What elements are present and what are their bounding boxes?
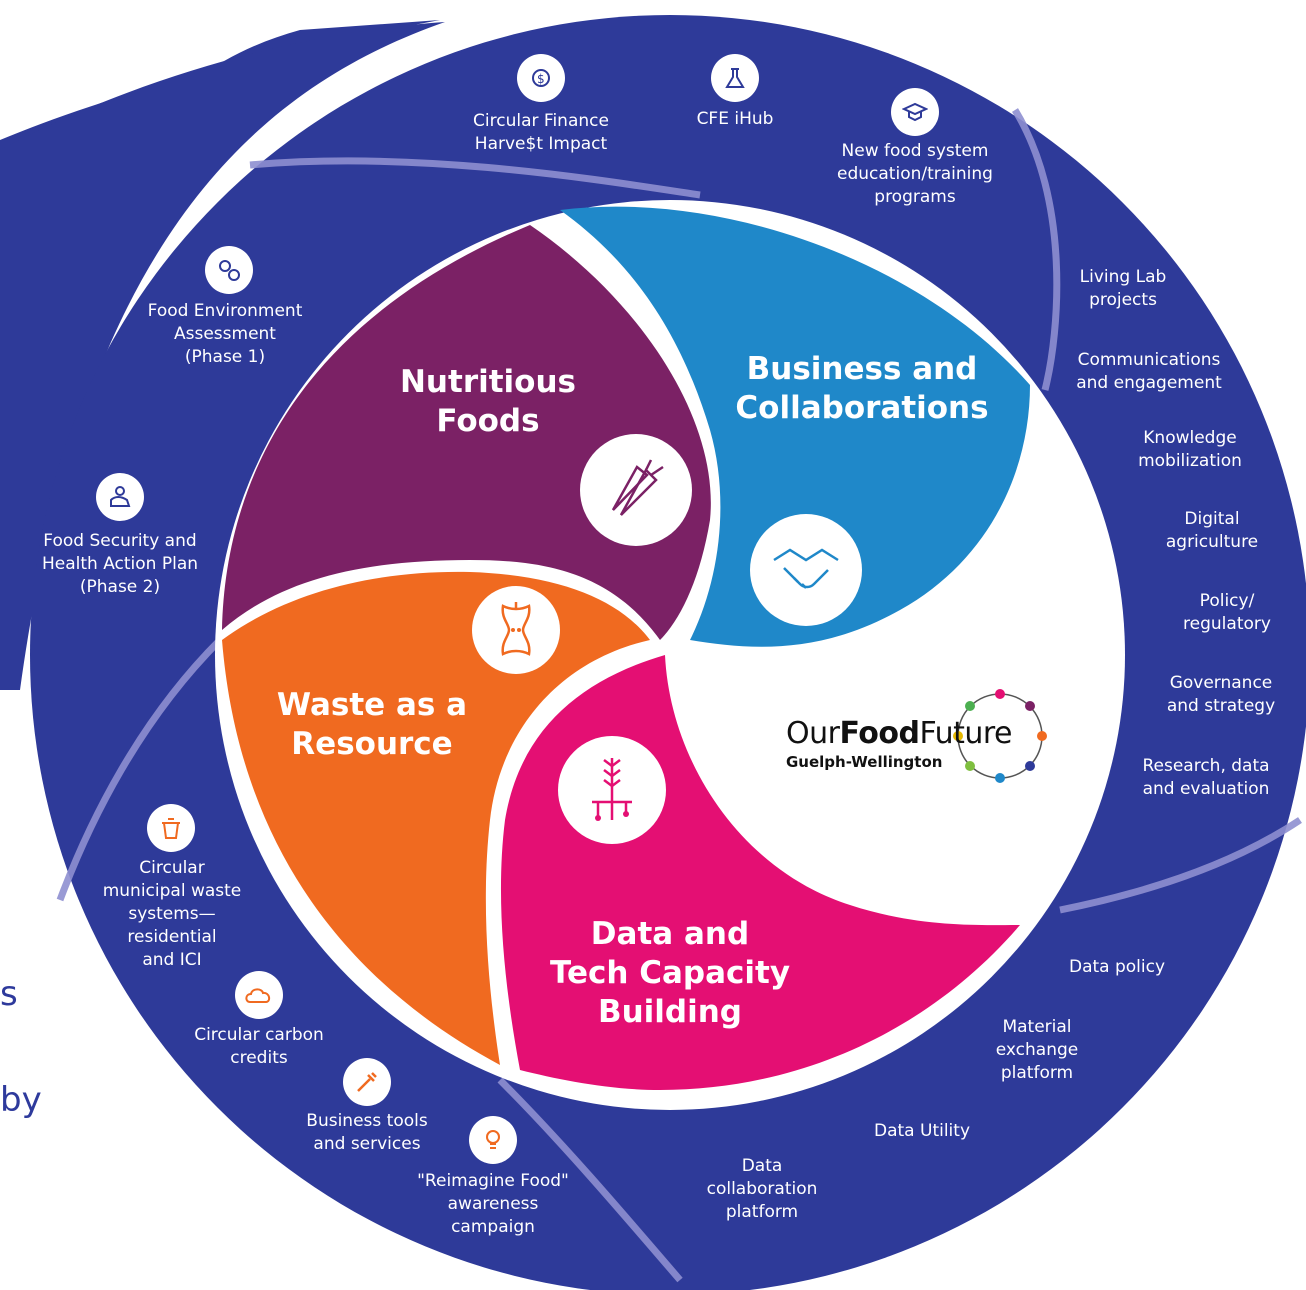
label-communications: Communications and engagement — [1076, 350, 1222, 393]
label-policy: Policy/ regulatory — [1183, 591, 1271, 634]
segment-title-data-tech: Data and Tech Capacity Building — [549, 916, 791, 1030]
our-food-future-logo: OurFoodFuture Guelph-Wellington — [786, 716, 1012, 771]
segment-title-business: Business and Collaborations — [735, 351, 989, 426]
label-data-collab: Data collaboration platform — [706, 1156, 818, 1222]
label-new-food-system: New food system education/training progr… — [837, 141, 993, 207]
handshake-icon — [750, 514, 862, 626]
label-business-tools: Business tools and services — [306, 1111, 428, 1154]
lab-flask-icon — [711, 54, 759, 102]
label-reimagine: "Reimagine Food" awareness campaign — [417, 1171, 569, 1237]
segment-title-waste: Waste as a Resource — [276, 687, 468, 762]
bg-fragment-s: s — [0, 974, 18, 1014]
wheat-circuit-icon — [558, 736, 666, 844]
segment-nutritious — [222, 225, 711, 640]
logo-dot-ring — [953, 689, 1047, 783]
label-carbon-credits: Circular carbon credits — [194, 1025, 324, 1068]
graduation-icon — [891, 88, 939, 136]
ring-arc-top — [249, 157, 701, 199]
lightbulb-head-icon — [469, 1116, 517, 1164]
carrot-icon — [580, 434, 692, 546]
ring-arc-left — [56, 637, 223, 902]
assessment-icon — [205, 246, 253, 294]
label-governance: Governance and strategy — [1166, 673, 1276, 716]
ring-arc-bottom — [497, 1077, 683, 1283]
tools-icon — [343, 1058, 391, 1106]
label-research: Research, data and evaluation — [1142, 756, 1270, 799]
apple-core-icon — [472, 586, 560, 674]
label-data-policy: Data policy — [1068, 957, 1166, 977]
label-circular-waste: Circular municipal waste systems— reside… — [102, 858, 242, 970]
ring-arc-right-low — [1059, 817, 1302, 914]
waste-bin-icon — [147, 804, 195, 852]
ring-arc-right — [1012, 108, 1061, 391]
security-hand-icon — [96, 473, 144, 521]
label-circular-finance: Circular Finance Harve$t Impact — [473, 111, 609, 154]
label-living-lab: Living Lab projects — [1079, 267, 1167, 310]
label-digital-agriculture: Digital agriculture — [1165, 509, 1259, 552]
label-food-security: Food Security and Health Action Plan (Ph… — [41, 531, 199, 597]
segment-business — [560, 206, 1030, 647]
segment-waste — [222, 571, 650, 1065]
label-food-environment: Food Environment Assessment (Phase 1) — [147, 301, 303, 367]
svg-text:$: $ — [537, 72, 545, 86]
finance-icon: $ — [517, 54, 565, 102]
segment-title-nutritious: Nutritious Foods — [399, 364, 577, 439]
label-cfe-ihub: CFE iHub — [696, 109, 774, 129]
bg-fragment-by: by — [0, 1080, 42, 1120]
label-material-exchange: Material exchange platform — [995, 1017, 1079, 1083]
left-swoosh-2 — [0, 22, 445, 690]
label-knowledge: Knowledge mobilization — [1138, 428, 1242, 471]
label-data-utility: Data Utility — [874, 1121, 970, 1141]
co2-cloud-icon — [235, 971, 283, 1019]
